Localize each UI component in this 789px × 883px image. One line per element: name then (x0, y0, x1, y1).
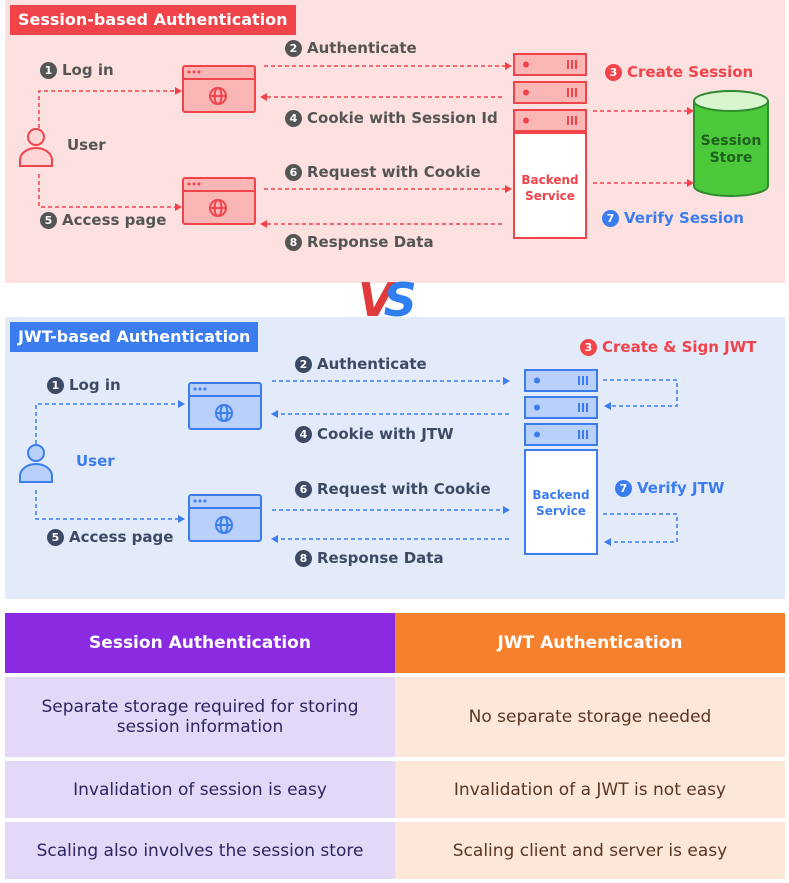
browser-icon (182, 177, 256, 225)
jwt-panel-title: JWT-based Authentication (10, 322, 259, 352)
user-label: User (67, 136, 106, 154)
session-store-cylinder (693, 90, 769, 197)
browser-icon (188, 494, 262, 542)
table-row: Invalidation of session is easy Invalida… (5, 761, 785, 818)
table-cell: Invalidation of session is easy (5, 761, 395, 818)
server-icon (524, 369, 598, 555)
browser-icon (188, 382, 262, 430)
jwt-auth-panel: JWT-based Authentication (5, 317, 785, 599)
jwt-verify-loop (603, 513, 678, 543)
server-icon (513, 53, 587, 239)
user-icon (19, 128, 53, 167)
table-cell: Scaling also involves the session store (5, 822, 395, 879)
table-cell: Separate storage required for storing se… (5, 677, 395, 757)
table-row: Scaling also involves the session store … (5, 822, 785, 879)
session-access-arrow (38, 174, 175, 208)
session-login-arrow (38, 90, 175, 128)
comparison-table: Session Authentication JWT Authenticatio… (5, 609, 785, 883)
session-auth-panel: Session-based Authentication (5, 0, 785, 283)
jwt-create-sign-loop (603, 379, 678, 407)
table-cell: Scaling client and server is easy (395, 822, 785, 879)
jwt-column-header: JWT Authentication (395, 613, 785, 673)
user-label: User (76, 452, 115, 470)
table-row: Separate storage required for storing se… (5, 677, 785, 757)
jwt-flow-diagram (19, 369, 678, 555)
user-icon (19, 444, 53, 483)
table-header-row: Session Authentication JWT Authenticatio… (5, 613, 785, 673)
table-cell: No separate storage needed (395, 677, 785, 757)
session-flow-diagram (19, 53, 769, 239)
session-panel-title: Session-based Authentication (10, 5, 296, 35)
jwt-login-arrow (35, 403, 178, 444)
table-cell: Invalidation of a JWT is not easy (395, 761, 785, 818)
session-column-header: Session Authentication (5, 613, 395, 673)
jwt-access-arrow (35, 490, 178, 520)
browser-icon (182, 65, 256, 113)
